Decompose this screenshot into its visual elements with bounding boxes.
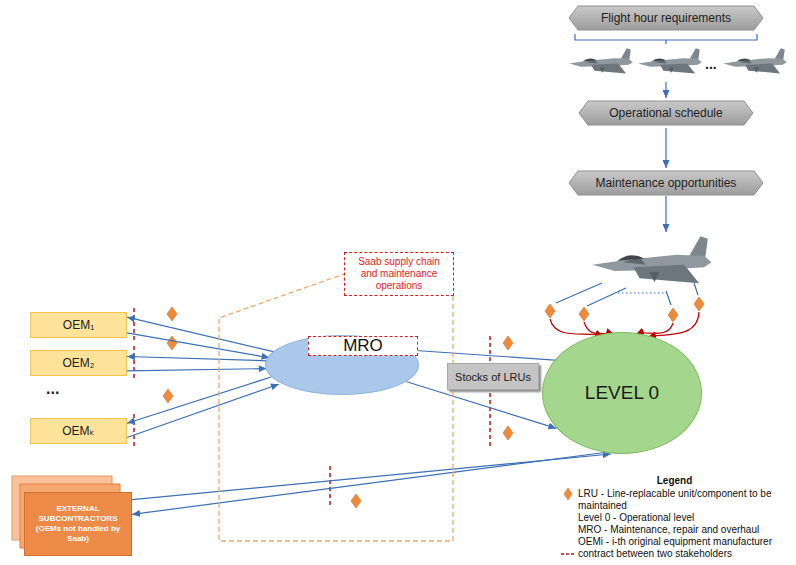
oem-box: OEM₂ bbox=[30, 350, 127, 376]
legend-text: OEMi - i-th original equipment manufactu… bbox=[578, 536, 772, 548]
legend-text: LRU - Line-replacable unit/component to … bbox=[578, 488, 789, 512]
node-text: Maintenance opportunities bbox=[596, 176, 737, 190]
legend-box: LegendLRU - Line-replacable unit/compone… bbox=[556, 473, 793, 562]
bracket bbox=[575, 34, 757, 44]
legend-row: LRU - Line-replacable unit/component to … bbox=[560, 488, 789, 512]
jet-icon bbox=[638, 48, 701, 73]
legend-swatch bbox=[560, 512, 578, 524]
node-text: EXTERNAL SUBCONTRACTORS (OEMs not handle… bbox=[28, 504, 128, 544]
legend-dash bbox=[560, 548, 578, 560]
process-banner: Operational schedule bbox=[578, 100, 754, 126]
node-text: MRO bbox=[308, 336, 418, 356]
legend-diamond bbox=[560, 488, 578, 500]
legend-row: contract between two stakeholders bbox=[560, 548, 789, 560]
node-text: OEMₖ bbox=[62, 424, 94, 438]
flow-connector bbox=[127, 333, 270, 358]
contract-marks bbox=[134, 308, 490, 506]
dotted-line bbox=[618, 292, 666, 293]
legend-swatch bbox=[560, 488, 578, 500]
node-text: LEVEL 0 bbox=[585, 382, 659, 404]
legend-swatch bbox=[560, 536, 578, 548]
flow-connector bbox=[408, 350, 555, 360]
flow-arrow bbox=[665, 196, 666, 232]
ellipsis-label: ... bbox=[46, 380, 59, 398]
flow-connector bbox=[132, 453, 603, 515]
process-banner: Maintenance opportunities bbox=[568, 170, 764, 196]
jet-icon bbox=[569, 48, 632, 73]
legend-row: Level 0 - Operational level bbox=[560, 512, 789, 524]
flow-connector bbox=[127, 377, 271, 423]
subcontractor-box: EXTERNAL SUBCONTRACTORS (OEMs not handle… bbox=[24, 492, 132, 556]
node-text: OEM₁ bbox=[63, 318, 94, 332]
flow-arrow bbox=[665, 128, 666, 168]
lru-diamonds bbox=[545, 297, 704, 322]
region-label: Saab supply chain and maintenance operat… bbox=[344, 252, 454, 296]
lru-diamonds bbox=[163, 307, 513, 508]
node-text: OEM₂ bbox=[63, 356, 95, 370]
legend-text: MRO - Maintenance, repair and overhaul bbox=[578, 524, 759, 536]
part-arrows bbox=[556, 283, 698, 306]
flow-connector bbox=[127, 357, 268, 361]
legend-text: Level 0 - Operational level bbox=[578, 512, 694, 524]
level-circle: LEVEL 0 bbox=[542, 332, 702, 454]
flow-connector bbox=[127, 384, 279, 437]
node-text: Operational schedule bbox=[609, 106, 722, 120]
oem-box: OEMₖ bbox=[30, 418, 127, 444]
mro-ellipse: MRO bbox=[265, 335, 419, 395]
node-text: Stocks of LRUs bbox=[455, 371, 531, 383]
jet-icon bbox=[723, 48, 786, 73]
ellipsis-label: ... bbox=[705, 56, 717, 72]
node-text: Flight hour requirements bbox=[601, 11, 731, 25]
legend-row: MRO - Maintenance, repair and overhaul bbox=[560, 524, 789, 536]
flow-arrow bbox=[665, 82, 666, 98]
legend-swatch bbox=[560, 524, 578, 536]
flow-connector bbox=[127, 317, 274, 352]
flow-connector bbox=[127, 369, 267, 371]
region-outline: Saab supply chain and maintenance operat… bbox=[218, 252, 454, 542]
process-banner: Flight hour requirements bbox=[568, 5, 764, 31]
stock-tag: Stocks of LRUs bbox=[447, 363, 539, 390]
oem-box: OEM₁ bbox=[30, 312, 127, 338]
legend-row: OEMi - i-th original equipment manufactu… bbox=[560, 536, 789, 548]
legend-swatch bbox=[560, 548, 578, 560]
legend-title: Legend bbox=[560, 475, 789, 486]
jet-icon bbox=[592, 236, 711, 283]
legend-text: contract between two stakeholders bbox=[578, 548, 732, 560]
